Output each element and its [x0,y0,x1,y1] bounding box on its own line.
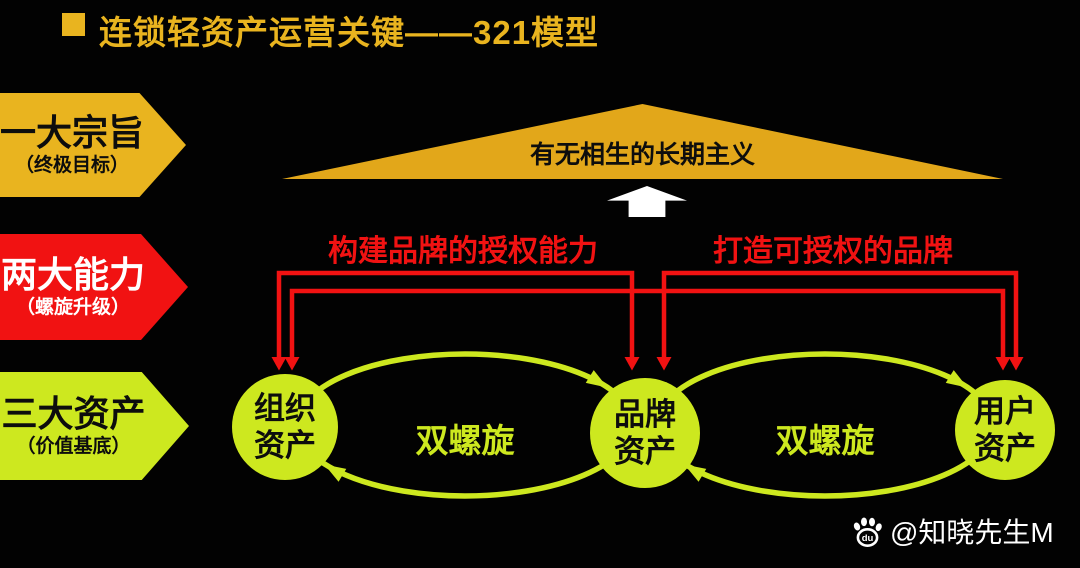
red-bracket-build [276,270,635,358]
spiral-label-right: 双螺旋 [775,422,875,459]
asset-circle-brand-line1: 品牌 [614,397,676,432]
capability-label-build: 构建品牌的授权能力 [328,235,598,268]
red-arrow-icon [624,357,640,371]
spiral-arrow-icon [945,370,968,388]
spiral-arrow-icon [684,464,707,482]
red-bracket-outer [289,288,1006,358]
tag-three-assets-title: 三大资产 [1,393,146,434]
spiral-label-left: 双螺旋 [415,422,515,459]
baidu-paw-icon: du [853,517,882,547]
spiral-arrow-icon [324,464,347,482]
asset-circle-user-line1: 用户 [974,394,1036,429]
tag-one-purpose-subtitle: （终极目标） [14,155,129,176]
roof-label: 有无相生的长期主义 [529,141,755,169]
watermark-text: @知晓先生M [890,517,1054,548]
asset-circle-user: 用户 资产 [955,380,1055,480]
asset-circle-brand: 品牌 资产 [590,378,700,488]
square-bullet-icon [62,13,85,36]
asset-circle-organization: 组织 资产 [232,374,338,480]
watermark: du @知晓先生M [851,511,1054,551]
red-arrow-icon [656,357,672,371]
asset-circle-user-line2: 资产 [974,431,1036,466]
tag-three-assets: 三大资产 （价值基底） [0,372,189,480]
tag-two-capabilities: 两大能力 （螺旋升级） [0,234,188,340]
asset-circle-organization-line2: 资产 [254,428,316,463]
red-arrow-icon [1008,357,1024,371]
tag-three-assets-subtitle: （价值基底） [16,436,131,457]
asset-circle-brand-line2: 资产 [614,434,676,469]
paw-du-text: du [862,533,874,544]
red-arrow-icon [284,357,300,371]
tag-one-purpose: 一大宗旨 （终极目标） [0,93,186,197]
red-arrow-icon [271,357,287,371]
capability-label-create: 打造可授权的品牌 [713,235,953,268]
tag-one-purpose-title: 一大宗旨 [0,112,145,153]
tag-two-capabilities-title: 两大能力 [1,254,146,295]
tag-two-capabilities-subtitle: （螺旋升级） [15,297,130,318]
asset-circle-organization-line1: 组织 [254,391,316,426]
spiral-arrow-icon [585,370,608,388]
red-arrow-icon [995,357,1011,371]
red-bracket-create [661,270,1019,358]
page-title: 连锁轻资产运营关键——321模型 [99,14,600,51]
